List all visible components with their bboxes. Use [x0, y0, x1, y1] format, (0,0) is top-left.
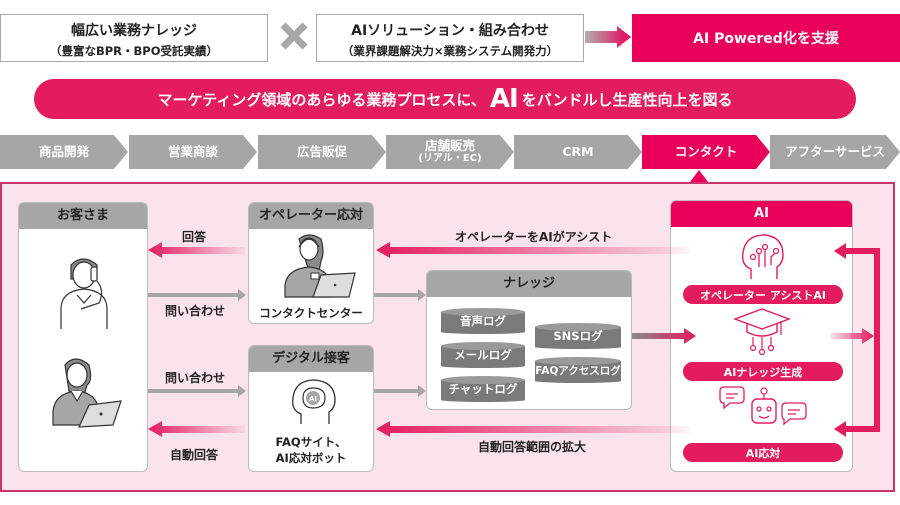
step-label: コンタクト: [674, 143, 738, 159]
db-label: 音声ログ: [460, 314, 506, 328]
db-sns-log: SNSログ: [535, 323, 621, 349]
feedback-loop-line: [874, 248, 880, 432]
arrow-right-icon: [585, 26, 631, 48]
ai-solution-box: AIソリューション・組み合わせ （業界課題解決力×業務システム開発力）: [316, 14, 584, 62]
db-faq-access-log: FAQアクセスログ: [535, 357, 621, 383]
auto-answer-label: 自動回答: [170, 448, 219, 462]
step-contact: コンタクト: [642, 135, 770, 169]
knowledge-strength-subtitle: （豊富なBPR・BPO受託実績）: [49, 44, 219, 58]
knowledge-strength-title: 幅広い業務ナレッジ: [71, 23, 197, 39]
step-advertising: 広告販促: [258, 135, 386, 169]
operator-card-title: オペレーター応対: [249, 203, 373, 229]
step-label: CRM: [562, 143, 594, 159]
customer-card: お客さま: [18, 202, 148, 472]
digital-to-knowledge-arrow: [374, 385, 426, 397]
step-label: アフターサービス: [785, 143, 885, 159]
inquiry-label-top: 問い合わせ: [165, 304, 226, 318]
auto-answer-arrow: [148, 421, 245, 437]
operator-card: オペレーター応対 コンタクトセンター: [248, 202, 374, 324]
brain-ai-label: AI: [309, 395, 317, 403]
ai-panel: AI オペレーター アシストAI AIナレッジ生成 AI応対: [670, 200, 853, 472]
loop-to-operator-assist-arrow: [834, 243, 880, 259]
db-chat-log: チャットログ: [441, 376, 525, 402]
db-label: SNSログ: [553, 329, 603, 343]
step-sales-negotiation: 営業商談: [129, 135, 257, 169]
step-label: 商品開発: [38, 143, 89, 159]
ai-brain-head-icon: AI: [292, 379, 336, 424]
inquiry-label-bottom: 問い合わせ: [165, 371, 226, 385]
woman-with-laptop-icon: [52, 358, 122, 428]
answer-arrow: [148, 242, 245, 258]
db-label: メールログ: [454, 348, 512, 362]
mission-banner: マーケティング領域のあらゆる業務プロセスに、 AI をバンドルし生産性向上を図る: [34, 79, 856, 119]
step-label: 営業商談: [167, 143, 218, 159]
ai-response-pill: AI応対: [683, 443, 843, 462]
operator-to-knowledge-arrow: [374, 289, 426, 301]
assist-arrow: [376, 242, 690, 258]
ai-circuit-head-icon: [741, 234, 784, 279]
banner-text-before: マーケティング領域のあらゆる業務プロセスに、: [157, 90, 486, 109]
ai-knowledge-out-arrow: [830, 328, 874, 344]
db-label: FAQアクセスログ: [535, 364, 621, 377]
graduation-cap-circuit-icon: [733, 308, 791, 355]
step-product-development: 商品開発: [0, 135, 128, 169]
expand-arrow: [376, 421, 690, 437]
step-label: 広告販促: [296, 143, 347, 159]
operator-card-caption: コンタクトセンター: [259, 306, 363, 320]
db-label: チャットログ: [448, 382, 518, 396]
answer-label: 回答: [182, 230, 207, 244]
knowledge-to-ai-arrow: [632, 328, 696, 344]
inquiry-arrow-top: [148, 289, 246, 301]
digital-service-caption-2: AI応対ボット: [275, 451, 347, 465]
knowledge-card-title: ナレッジ: [427, 271, 631, 297]
expand-label: 自動回答範囲の拡大: [478, 440, 587, 454]
active-step-pointer: [690, 170, 708, 182]
ai-solution-subtitle: （業界課題解決力×業務システム開発力）: [341, 44, 559, 58]
step-label: 店舗販売: [424, 138, 475, 154]
assist-label: オペレーターをAIがアシスト: [455, 230, 613, 244]
multiply-icon: [280, 22, 308, 50]
db-voice-log: 音声ログ: [441, 308, 525, 334]
step-sublabel: (リアル・EC): [418, 153, 482, 165]
customer-card-title: お客さま: [19, 203, 147, 229]
chatbot-robot-icon: [719, 386, 807, 426]
inquiry-arrow-bottom: [148, 385, 246, 397]
digital-service-card: デジタル接客 AI FAQサイト、 AI応対ボット: [248, 345, 374, 472]
banner-text-after: をバンドルし生産性向上を図る: [521, 90, 733, 109]
step-store-sales: 店舗販売 (リアル・EC): [386, 135, 514, 169]
digital-service-caption-1: FAQサイト、: [275, 435, 347, 449]
digital-service-card-title: デジタル接客: [249, 346, 373, 372]
ai-knowledge-generation-pill: AIナレッジ生成: [683, 362, 843, 381]
operator-assist-ai-pill: オペレーター アシストAI: [683, 285, 843, 304]
step-crm: CRM: [514, 135, 642, 169]
db-mail-log: メールログ: [441, 342, 525, 368]
ai-panel-title: AI: [671, 201, 852, 227]
man-on-phone-icon: [60, 258, 108, 329]
banner-text-ai: AI: [489, 84, 519, 114]
knowledge-strength-box: 幅広い業務ナレッジ （豊富なBPR・BPO受託実績）: [0, 14, 268, 62]
step-after-service: アフターサービス: [770, 135, 900, 169]
operator-headset-icon: [284, 234, 356, 298]
ai-powered-support-box: AI Powered化を支援: [632, 14, 900, 62]
loop-to-ai-response-arrow: [834, 421, 880, 437]
ai-solution-title: AIソリューション・組み合わせ: [351, 23, 549, 39]
